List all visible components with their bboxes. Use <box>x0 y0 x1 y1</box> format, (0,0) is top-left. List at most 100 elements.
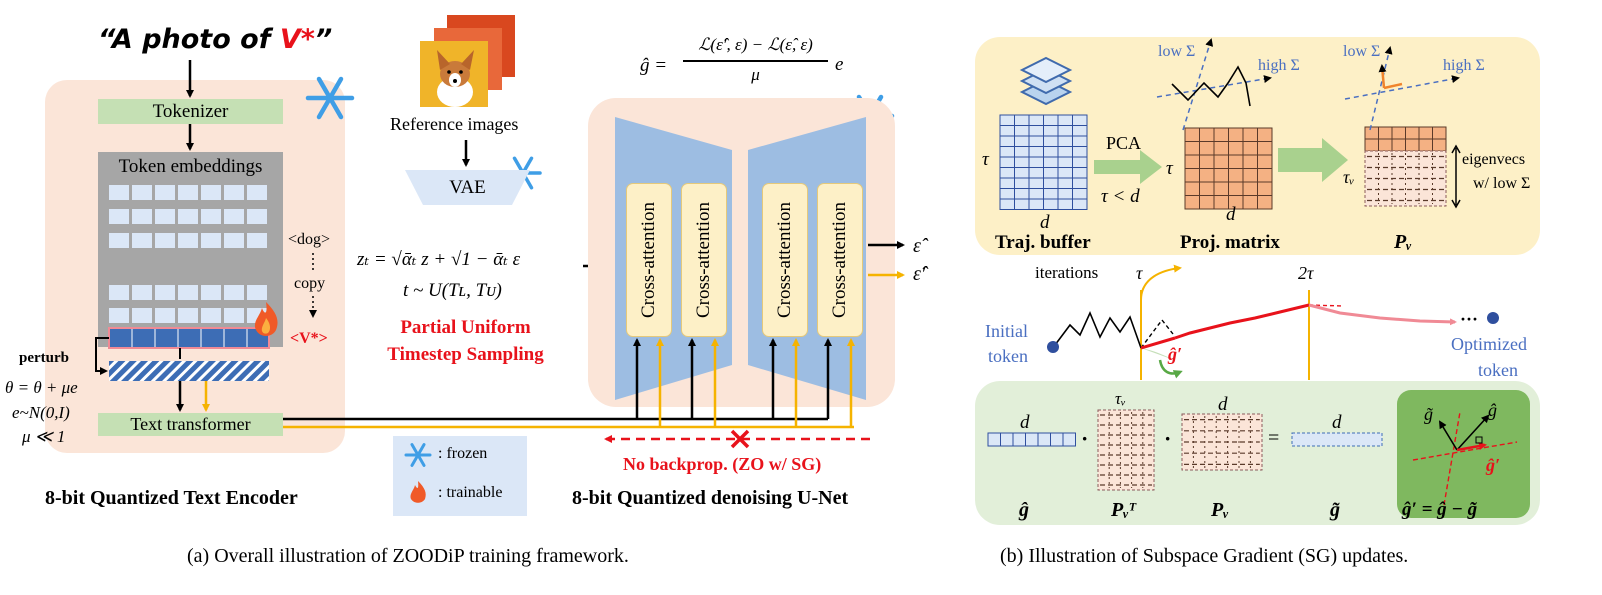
traj-cell <box>1043 167 1059 179</box>
sg-update-box <box>1397 390 1530 518</box>
traj-cell <box>1014 198 1030 210</box>
trajectory-plot <box>1047 264 1499 380</box>
embedding-cell <box>224 285 244 300</box>
legend-snowflake-icon <box>404 443 432 467</box>
proj-cell <box>1228 154 1244 169</box>
proj-cell <box>1199 141 1215 156</box>
p-nu-cell <box>1378 138 1393 152</box>
embedding-cell <box>201 233 221 248</box>
vae-shape <box>405 170 530 205</box>
traj-cell <box>1072 188 1088 200</box>
unet-title: 8-bit Quantized denoising U-Net <box>572 487 849 509</box>
grad-eq-denominator: μ <box>751 65 760 84</box>
p-nu-d-label: d <box>1218 394 1228 415</box>
output-eps-prime: ε̂′ <box>913 263 926 285</box>
embedding-cell <box>247 233 267 248</box>
embedding-cell <box>109 308 129 323</box>
flame-icon <box>254 302 278 336</box>
proj-cell <box>1257 154 1273 169</box>
embedding-cell <box>132 285 152 300</box>
p-nu-cell <box>1378 126 1393 140</box>
optimized-token-2: token <box>1478 360 1518 380</box>
t-equation: t ~ U(Tʟ, Tᴜ) <box>403 280 502 301</box>
proj-cell <box>1257 127 1273 142</box>
perturb-eq-2: e~N(0,I) <box>12 403 70 422</box>
pca-label: PCA <box>1106 133 1142 153</box>
token-embeddings-label: Token embeddings <box>118 156 263 177</box>
proj-cell <box>1184 154 1200 169</box>
p-nu-cell <box>1364 126 1379 140</box>
embedding-cell <box>224 209 244 224</box>
equals-sign: = <box>1268 427 1280 449</box>
embedding-cell <box>201 285 221 300</box>
traj-cell <box>1028 125 1044 137</box>
cross-attention-1: Cross-attention <box>626 183 672 337</box>
perturbed-embedding <box>109 361 269 381</box>
g-hat-label: ĝ <box>1019 499 1029 521</box>
embedding-cell <box>178 308 198 323</box>
traj-cell <box>1028 156 1044 168</box>
traj-cell <box>1028 177 1044 189</box>
layers-icon <box>1019 56 1073 106</box>
low-sigma-left: low Σ <box>1158 43 1196 60</box>
grad-eq-tail: e <box>835 54 844 75</box>
traj-cell <box>999 188 1015 200</box>
proj-cell <box>1242 181 1258 196</box>
caption-b: (b) Illustration of Subspace Gradient (S… <box>1000 545 1409 567</box>
traj-cell <box>1057 135 1073 147</box>
traj-cell <box>1014 125 1030 137</box>
proj-cell <box>1184 181 1200 196</box>
p-nu-cell <box>1364 138 1379 152</box>
p-nu-cell <box>1418 138 1433 152</box>
g-hat-cell <box>1062 432 1076 447</box>
perturb-label: perturb <box>19 350 69 366</box>
proj-cell <box>1184 127 1200 142</box>
traj-cell <box>1043 198 1059 210</box>
traj-cell <box>1057 125 1073 137</box>
traj-cell <box>1043 177 1059 189</box>
proj-matrix-grid <box>1184 127 1273 210</box>
pca-arrow <box>1094 150 1162 184</box>
sampling-line-2: Timestep Sampling <box>387 344 544 365</box>
p-nu-cell <box>1405 138 1420 152</box>
p-nu-dashed-rows <box>1367 153 1444 204</box>
traj-cell <box>1057 114 1073 126</box>
embedding-cell <box>201 185 221 200</box>
traj-cell <box>1028 114 1044 126</box>
traj-cell <box>999 156 1015 168</box>
traj-cell <box>1072 156 1088 168</box>
g-hat-cell <box>987 432 1001 447</box>
grad-eq-lhs: ĝ = <box>640 55 668 76</box>
copy-label: copy <box>294 275 326 292</box>
update-vector-diagram <box>1412 411 1518 506</box>
traj-cell <box>1057 146 1073 158</box>
cross-attention-2: Cross-attention <box>681 183 727 337</box>
embedding-cell <box>178 185 198 200</box>
proj-cell <box>1242 154 1258 169</box>
traj-cell <box>1028 167 1044 179</box>
traj-cell <box>1014 114 1030 126</box>
proj-cell <box>1213 141 1229 156</box>
grad-eq-numerator: ℒ(ε̂′, ε) − ℒ(ε̂, ε) <box>698 35 813 54</box>
p-nu-bottom-label: Pᵥ <box>1211 499 1229 521</box>
proj-cell <box>1184 168 1200 183</box>
proj-d-label: d <box>1226 204 1236 225</box>
sampling-line-1: Partial Uniform <box>400 317 531 338</box>
dog-token-label: <dog> <box>288 231 331 248</box>
proj-cell <box>1199 127 1215 142</box>
traj-cell <box>1028 198 1044 210</box>
pca-plot-left <box>1156 38 1272 131</box>
embedding-cells <box>109 185 267 323</box>
traj-cell <box>999 125 1015 137</box>
proj-cell <box>1228 168 1244 183</box>
ellipsis-label: ··· <box>1460 309 1479 329</box>
perturb-eq-1: θ = θ + μe <box>5 378 78 397</box>
traj-buffer-label: Traj. buffer <box>995 232 1091 253</box>
traj-cell <box>1028 146 1044 158</box>
text-encoder-title: 8-bit Quantized Text Encoder <box>45 487 298 509</box>
traj-tau-label: τ <box>982 149 989 170</box>
p-nu-top-rows <box>1364 126 1447 152</box>
conditioning-arrows <box>633 338 855 427</box>
zt-equation: zₜ = √ᾱₜ z + √1 − ᾱₜ ε <box>357 249 521 270</box>
proj-cell <box>1213 127 1229 142</box>
